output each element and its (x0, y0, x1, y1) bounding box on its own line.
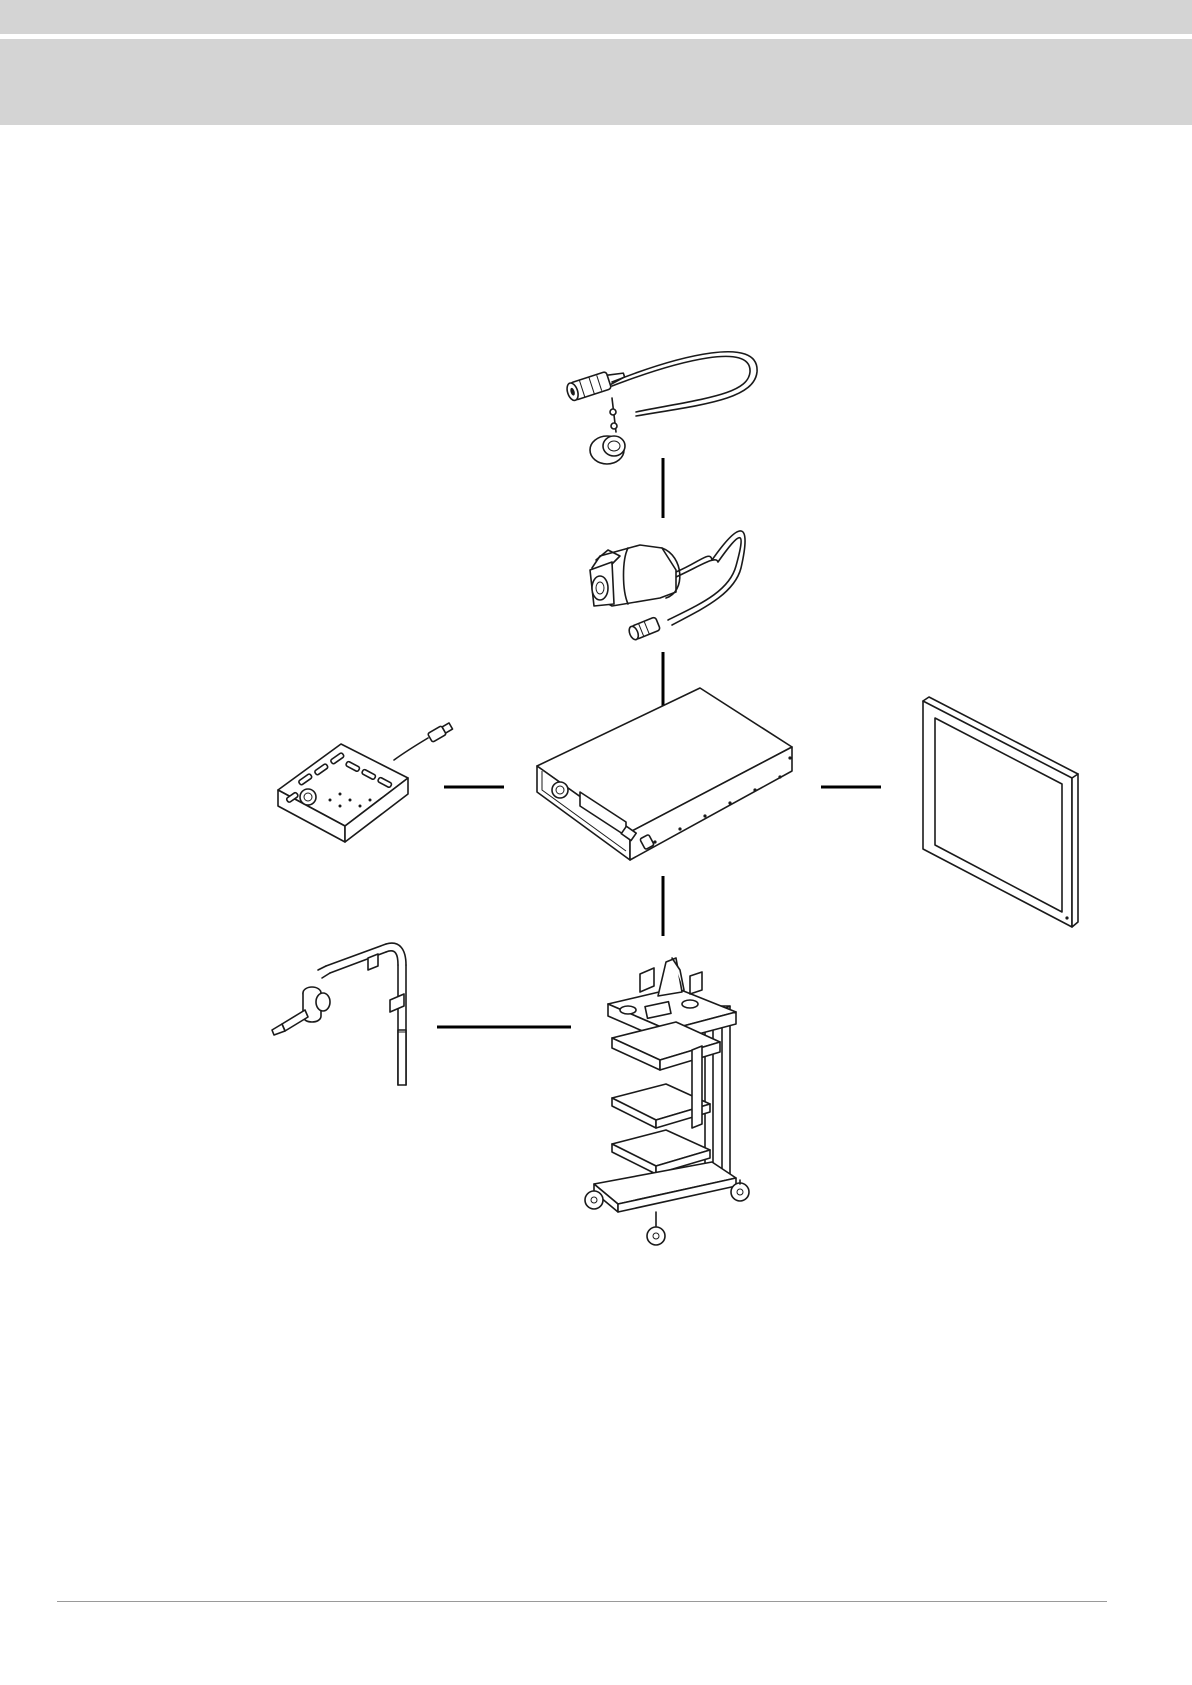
control-unit-icon (537, 688, 792, 860)
camera-head-icon (590, 531, 745, 641)
holding-arm-icon (272, 943, 406, 1085)
keypad-icon (278, 722, 453, 842)
cart-icon (585, 958, 749, 1245)
footer-rule (57, 1601, 1107, 1602)
endoscope-icon (565, 352, 757, 464)
monitor-icon (923, 697, 1078, 927)
